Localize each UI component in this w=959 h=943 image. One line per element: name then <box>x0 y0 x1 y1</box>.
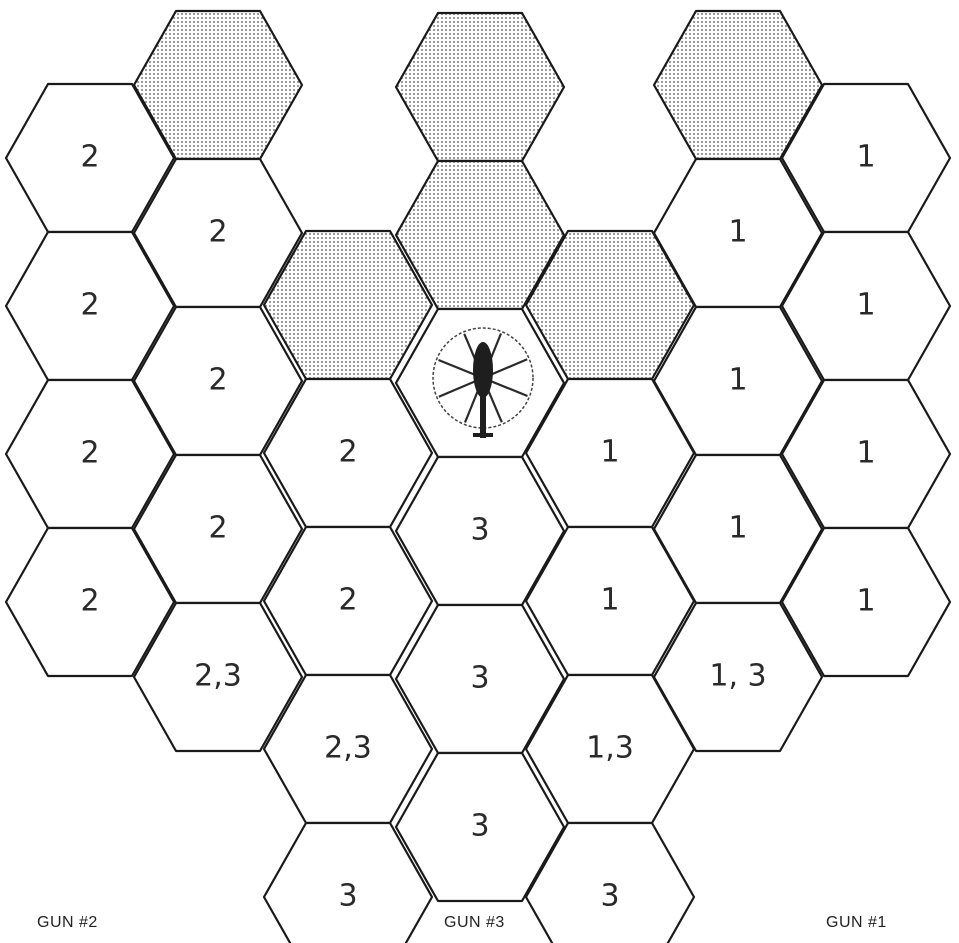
hex-label: 2 <box>80 436 99 471</box>
hex-label: 1 <box>856 584 875 619</box>
hex-label: 1 <box>856 436 875 471</box>
hex-label: 2,3 <box>324 731 372 766</box>
gun-2-label: GUN #2 <box>37 914 98 932</box>
hex-label: 1 <box>600 435 619 470</box>
hex-label: 1 <box>856 140 875 175</box>
hex-label: 3 <box>470 809 489 844</box>
hex-label: 1 <box>600 583 619 618</box>
hex-label: 2 <box>208 511 227 546</box>
hex-label: 3 <box>470 661 489 696</box>
hex-label: 2 <box>208 363 227 398</box>
hex-label: 3 <box>338 879 357 914</box>
hex-layer <box>6 11 950 943</box>
gun-3-label: GUN #3 <box>444 914 505 932</box>
blocked-hex <box>396 13 564 161</box>
hex-label: 1 <box>856 288 875 323</box>
hex-label: 2 <box>80 140 99 175</box>
hex-label: 1 <box>728 511 747 546</box>
hex-label: 2,3 <box>194 659 242 694</box>
hex-label: 2 <box>80 584 99 619</box>
hex-label: 3 <box>470 513 489 548</box>
hex-label: 3 <box>600 879 619 914</box>
hex-label: 1, 3 <box>709 659 766 694</box>
hex-label: 2 <box>80 288 99 323</box>
hex-label: 2 <box>338 435 357 470</box>
hex-label: 1 <box>728 363 747 398</box>
hex-label: 2 <box>208 215 227 250</box>
hex-label: 2 <box>338 583 357 618</box>
hex-label: 1 <box>728 215 747 250</box>
hex-label: 1,3 <box>586 731 634 766</box>
gun-1-label: GUN #1 <box>826 914 887 932</box>
